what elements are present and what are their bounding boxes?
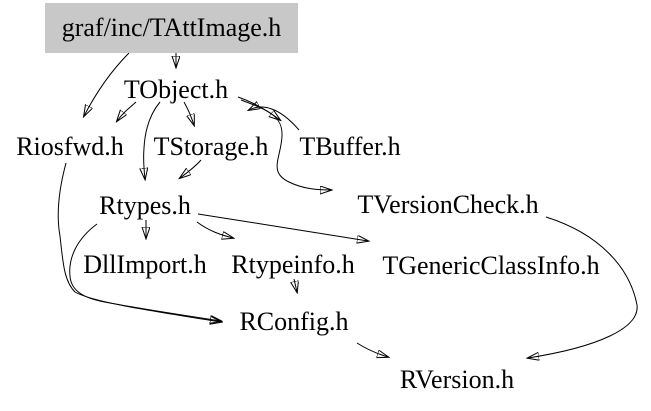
edge-tattimage-riosfwd <box>84 52 130 116</box>
node-rconfig-h[interactable]: RConfig.h <box>239 307 349 336</box>
edge-tbuffer-tobject <box>249 107 300 131</box>
node-tgenericclassinfo-h[interactable]: TGenericClassInfo.h <box>382 251 600 280</box>
node-tbuffer-h[interactable]: TBuffer.h <box>299 132 401 161</box>
node-tattimage-h: graf/inc/TAttImage.h <box>45 3 298 53</box>
edge-tobject-tbuffer <box>237 96 280 120</box>
node-tobject-h[interactable]: TObject.h <box>123 75 229 104</box>
edge-tobject-tversioncheck <box>240 99 331 190</box>
edge-rtypes-tgenericclassinfo <box>197 213 368 241</box>
edge-rtypes-rtypeinfo <box>196 221 233 238</box>
edge-tversioncheck-rversion <box>528 216 638 358</box>
node-rtypes-h[interactable]: Rtypes.h <box>99 191 191 220</box>
edge-riosfwd-rconfig <box>57 162 221 322</box>
node-rtypeinfo-h[interactable]: Rtypeinfo.h <box>231 250 355 279</box>
node-rversion-h[interactable]: RVersion.h <box>399 365 515 394</box>
node-tstorage-h[interactable]: TStorage.h <box>153 132 269 161</box>
node-riosfwd-h[interactable]: Riosfwd.h <box>16 132 124 161</box>
node-tversioncheck-h[interactable]: TVersionCheck.h <box>357 190 539 219</box>
edge-tobject-rtypes <box>144 101 161 179</box>
node-dllimport-h[interactable]: DllImport.h <box>83 250 207 279</box>
edge-rtypeinfo-rconfig <box>294 278 297 292</box>
edge-tstorage-rtypes <box>180 159 202 178</box>
edge-tobject-riosfwd <box>117 101 137 121</box>
edge-tobject-tstorage <box>183 101 194 125</box>
edge-rconfig-rversion <box>356 342 388 357</box>
